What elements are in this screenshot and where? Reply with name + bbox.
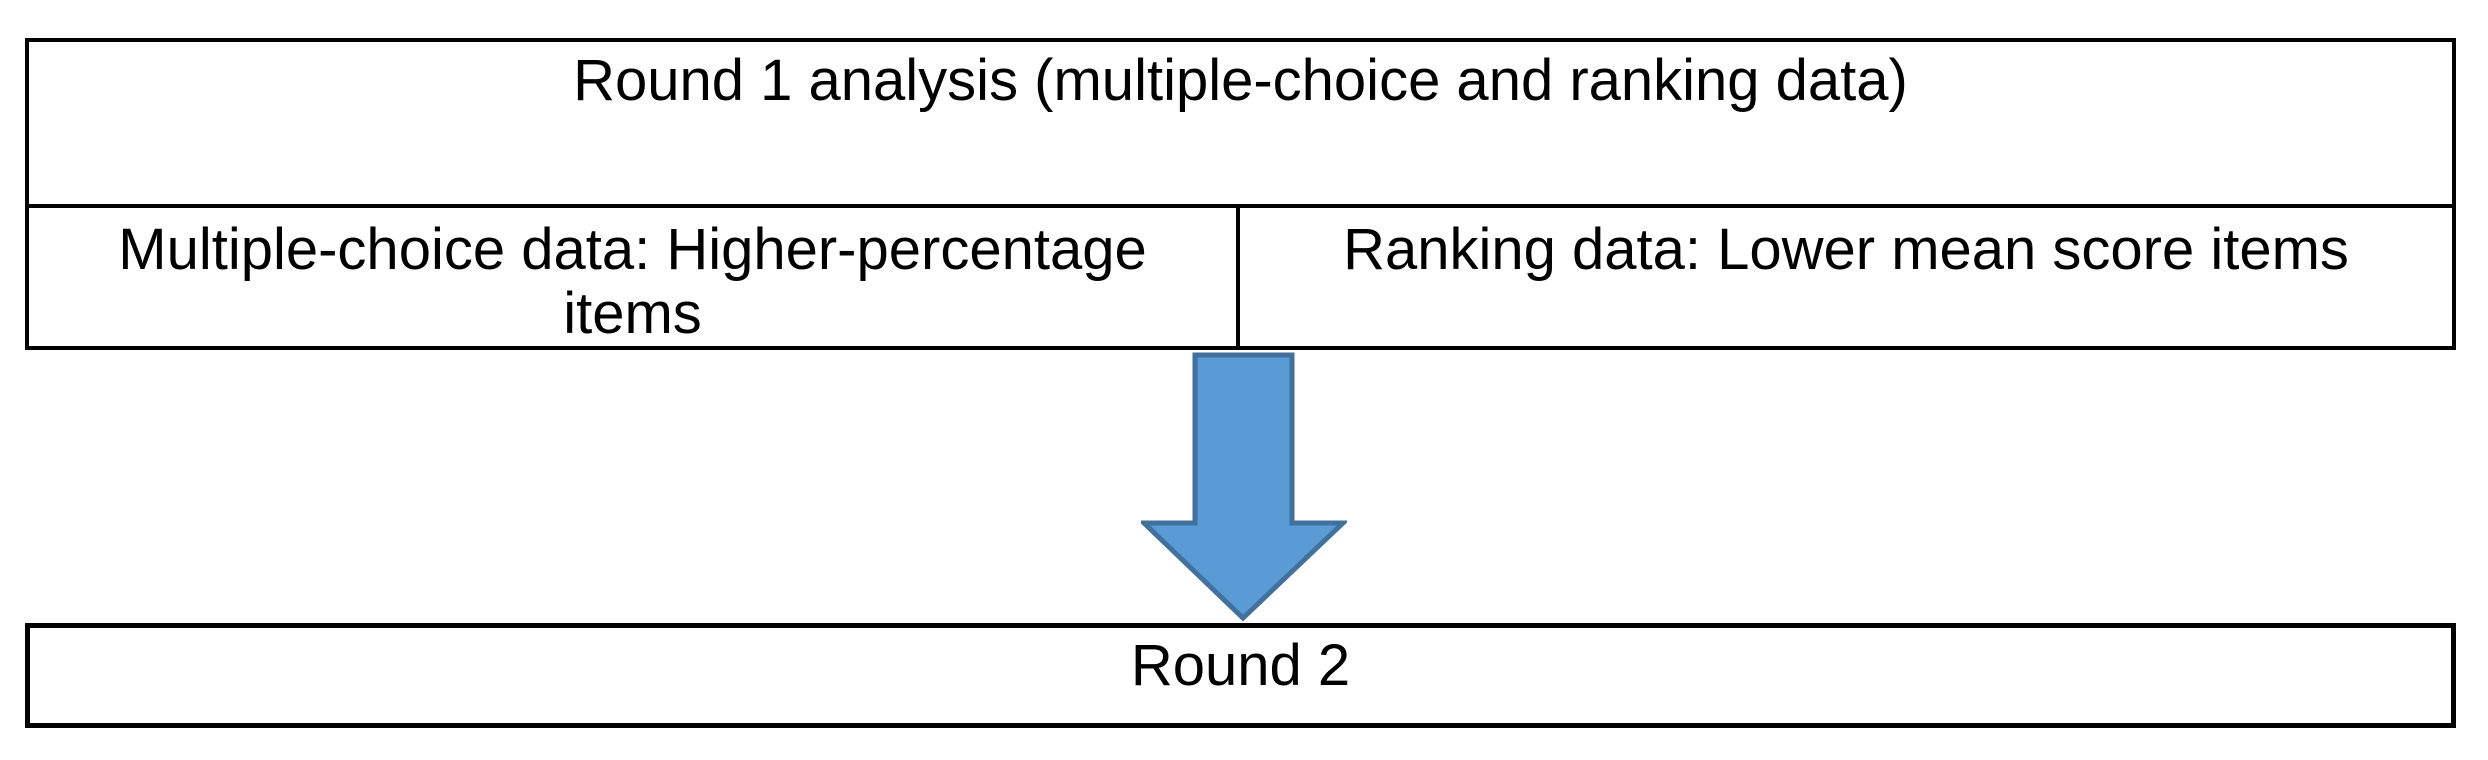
multiple-choice-cell: Multiple-choice data: Higher-percentage … [29, 208, 1240, 346]
down-arrow-icon [1137, 351, 1350, 622]
round1-header-cell: Round 1 analysis (multiple-choice and ra… [29, 42, 2452, 208]
down-arrow-shape [1137, 352, 1350, 622]
round1-row: Multiple-choice data: Higher-percentage … [29, 208, 2452, 346]
round2-box: Round 2 [25, 623, 2456, 728]
ranking-cell: Ranking data: Lower mean score items [1343, 217, 2349, 282]
round1-table: Round 1 analysis (multiple-choice and ra… [25, 38, 2456, 350]
